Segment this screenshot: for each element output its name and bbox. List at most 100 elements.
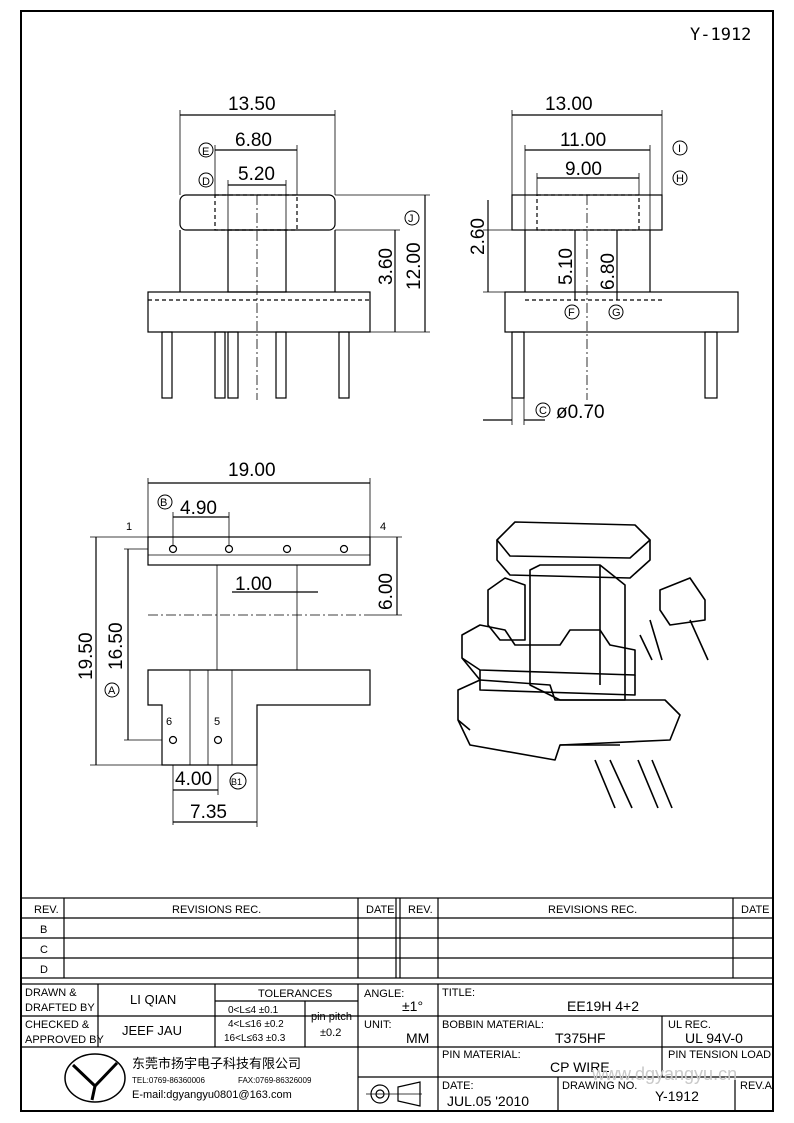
front-core-hidden <box>214 194 298 231</box>
pin-hole <box>224 544 234 554</box>
pin-pitch-label: pin pitch <box>311 1011 352 1023</box>
dim-side-top: 2.60 <box>468 218 489 255</box>
drawn-label-2: DRAFTED BY <box>25 1002 95 1014</box>
bottom-view <box>90 478 402 827</box>
pin-label-5: 5 <box>214 716 220 728</box>
dim-bottom-tab: 7.35 <box>190 802 227 823</box>
drawn-value: LI QIAN <box>130 992 176 1007</box>
tolerance-row-3: 16<L≤63 ±0.3 <box>224 1033 286 1044</box>
tag-h: H <box>676 173 684 185</box>
dim-bottom-mid: 16.50 <box>106 622 127 670</box>
revisions-header-right: REVISIONS REC. <box>548 904 637 916</box>
date-header-right: DATE <box>741 904 770 916</box>
dim-front-mid: 6.80 <box>235 130 272 151</box>
tag-g: G <box>612 307 621 319</box>
pin-hole <box>168 544 178 554</box>
dim-bottom-pitch2: 4.00 <box>175 769 212 790</box>
tag-c: C <box>539 405 547 417</box>
pin-material-label: PIN MATERIAL: <box>442 1049 521 1061</box>
title-block <box>20 983 774 1112</box>
pin-tension-label: PIN TENSION LOAD: <box>668 1049 774 1061</box>
dim-bottom-top: 6.00 <box>376 573 397 610</box>
tag-e: E <box>202 146 209 158</box>
tag-b1: B1 <box>231 777 242 787</box>
tolerance-row-2: 4<L≤16 ±0.2 <box>228 1019 284 1030</box>
title-value: EE19H 4+2 <box>567 998 639 1014</box>
rev-row-c: C <box>40 944 48 956</box>
date-value: JUL.05 '2010 <box>447 1093 529 1109</box>
drawing-code-top: Y-1912 <box>690 25 751 45</box>
side-pin <box>704 331 718 399</box>
dim-front-flange: 3.60 <box>376 248 397 285</box>
drawing-no-value: Y-1912 <box>655 1088 699 1104</box>
rev-a-label: REV.A <box>740 1080 773 1092</box>
rev-row-d: D <box>40 964 48 976</box>
dim-bottom-pitch: 4.90 <box>180 498 217 519</box>
pin-pitch-value: ±0.2 <box>320 1027 341 1039</box>
company-name: 东莞市扬宇电子科技有限公司 <box>132 1056 301 1071</box>
unit-value: MM <box>406 1030 429 1046</box>
company-email: E-mail:dgyangyu0801@163.com <box>132 1089 292 1101</box>
date-header-left: DATE <box>366 904 395 916</box>
bottom-lower-body <box>147 669 371 766</box>
dim-front-core: 5.20 <box>238 164 275 185</box>
drawing-no-label: DRAWING NO. <box>562 1080 637 1092</box>
tag-a: A <box>108 685 116 697</box>
front-pin <box>227 331 239 399</box>
front-top-flange <box>179 194 336 231</box>
watermark: www.dgyangyu.cn <box>591 1064 737 1084</box>
rev-row-b: B <box>40 924 47 936</box>
front-pin <box>161 331 173 399</box>
front-pins <box>161 331 350 399</box>
dim-bottom-width: 19.00 <box>228 460 276 481</box>
front-datum-tags <box>198 142 420 226</box>
checked-label-2: APPROVED BY <box>25 1034 105 1046</box>
dim-side-mid: 11.00 <box>560 130 606 151</box>
side-view <box>483 110 739 425</box>
company-tel: TEL:0769-86360006 <box>132 1076 206 1085</box>
revision-table <box>20 897 774 979</box>
tolerance-row-1: 0<L≤4 ±0.1 <box>228 1005 279 1016</box>
dim-bottom-gap: 1.00 <box>235 574 272 595</box>
bobbin-material-value: T375HF <box>555 1030 606 1046</box>
side-pin <box>511 331 525 399</box>
front-pin <box>214 331 226 399</box>
pin-hole <box>339 544 349 554</box>
dim-side-core-h: 5.10 <box>556 248 577 285</box>
title-label: TITLE: <box>442 987 475 999</box>
pin-label-4: 4 <box>380 521 386 533</box>
angle-label: ANGLE: <box>364 988 404 1000</box>
dim-bottom-height: 19.50 <box>76 632 97 680</box>
ul-label: UL REC. <box>668 1019 711 1031</box>
bottom-datum-tags <box>104 494 247 790</box>
angle-value: ±1° <box>402 998 423 1014</box>
pin-hole <box>168 735 178 745</box>
dim-front-width: 13.50 <box>228 94 276 115</box>
drawn-label-1: DRAWN & <box>25 987 77 999</box>
front-view <box>147 110 430 400</box>
front-pin <box>275 331 287 399</box>
pin-label-1: 1 <box>126 521 132 533</box>
ul-value: UL 94V-0 <box>685 1030 743 1046</box>
side-base <box>504 291 739 333</box>
side-datum-tags <box>535 140 688 418</box>
date-label: DATE: <box>442 1080 474 1092</box>
rev-header-right: REV. <box>408 904 433 916</box>
revisions-header-left: REVISIONS REC. <box>172 904 261 916</box>
isometric-view <box>457 521 709 809</box>
tolerances-label: TOLERANCES <box>258 988 332 1000</box>
checked-value: JEEF JAU <box>122 1023 182 1038</box>
bottom-top-rail <box>147 536 371 566</box>
tag-i: I <box>678 143 681 155</box>
dim-side-core: 9.00 <box>565 159 602 180</box>
dim-side-width: 13.00 <box>545 94 593 115</box>
rev-header-left: REV. <box>34 904 59 916</box>
dim-pin-dia: ø0.70 <box>556 402 605 423</box>
pin-material-value: CP WIRE <box>550 1059 610 1075</box>
dim-front-height: 12.00 <box>404 242 425 290</box>
pin-label-6: 6 <box>166 716 172 728</box>
bobbin-material-label: BOBBIN MATERIAL: <box>442 1019 544 1031</box>
pin-hole <box>213 735 223 745</box>
tag-b: B <box>160 497 167 509</box>
